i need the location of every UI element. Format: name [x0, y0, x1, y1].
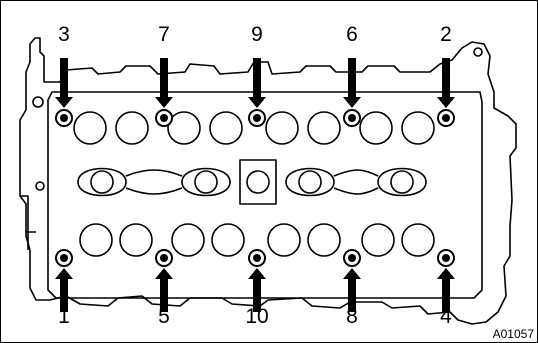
bolt-5: [155, 249, 173, 312]
bolt-socket: [348, 114, 356, 122]
valve-row-top: [73, 111, 435, 145]
bolt-socket: [442, 254, 450, 262]
bolt-4: [437, 249, 455, 312]
bolt-9: [248, 58, 266, 127]
bolt-label-5: 5: [158, 305, 170, 328]
bolt-8: [343, 249, 361, 312]
bolt-label-4: 4: [440, 305, 452, 328]
bolt-label-10: 10: [245, 305, 269, 328]
bolt-arrow: [437, 268, 455, 312]
bolt-2: [437, 58, 455, 127]
left-bracket: [20, 195, 36, 250]
bolt-layer: [55, 58, 455, 312]
bolt-socket: [60, 254, 68, 262]
bolt-arrow: [155, 58, 173, 108]
bolt-arrow: [55, 58, 73, 108]
valve-row-bottom: [79, 223, 435, 257]
side-hole-left-bottom: [35, 181, 45, 191]
bolt-label-1: 1: [58, 305, 70, 328]
bolt-arrow: [437, 58, 455, 108]
side-hole-right: [473, 47, 483, 57]
bolt-socket: [160, 254, 168, 262]
inner-rail: [47, 91, 483, 299]
bolt-socket: [442, 114, 450, 122]
bolt-label-9: 9: [251, 23, 263, 46]
center-web: [125, 169, 379, 195]
bolt-socket: [60, 114, 68, 122]
bolt-label-3: 3: [58, 23, 70, 46]
bolt-7: [155, 58, 173, 127]
figure-code: A01057: [492, 327, 534, 341]
bolt-10: [248, 249, 266, 312]
bolt-label-7: 7: [158, 23, 170, 46]
bolt-3: [55, 58, 73, 127]
bolt-arrow: [248, 268, 266, 312]
bolt-arrow: [155, 268, 173, 312]
bolt-label-6: 6: [346, 23, 358, 46]
bolt-arrow: [343, 58, 361, 108]
bolt-socket: [160, 114, 168, 122]
bolt-label-2: 2: [440, 23, 452, 46]
head-outline: [19, 37, 517, 325]
bolt-arrow: [55, 268, 73, 312]
bolt-socket: [253, 254, 261, 262]
bolt-arrow: [248, 58, 266, 108]
bolt-arrow: [343, 268, 361, 312]
bolt-6: [343, 58, 361, 127]
bolt-label-8: 8: [346, 305, 358, 328]
bolt-socket: [348, 254, 356, 262]
bolt-1: [55, 249, 73, 312]
side-hole-left-top: [32, 96, 44, 108]
spark-plug-bosses: [77, 159, 427, 205]
bolt-socket: [253, 114, 261, 122]
